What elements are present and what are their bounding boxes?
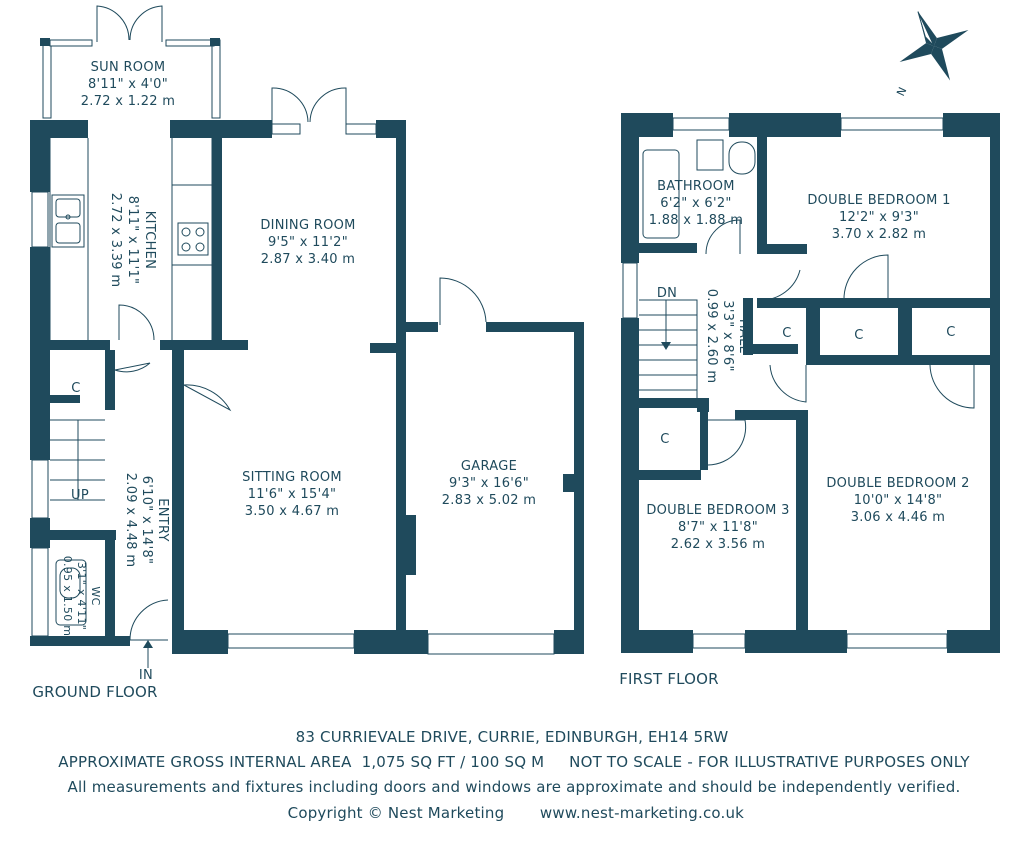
hall-metric: 0.99 x 2.60 m	[704, 289, 719, 384]
entry-imperial: 6'10" x 14'8"	[139, 476, 154, 565]
bedroom2-metric: 3.06 x 4.46 m	[851, 510, 946, 525]
sun-room-structure	[40, 5, 221, 119]
entry-name: ENTRY	[155, 498, 170, 542]
garage-name: GARAGE	[461, 459, 517, 474]
footer-copyright: Copyright © Nest Marketing	[288, 804, 505, 822]
stairs-up-label: UP	[71, 488, 89, 503]
ground-floor-label: GROUND FLOOR	[32, 683, 157, 701]
dining-room-imperial: 9'5" x 11'2"	[268, 235, 348, 250]
first-cupboard-1: C	[782, 326, 791, 341]
dining-room-metric: 2.87 x 3.40 m	[261, 252, 356, 267]
sitting-room-walls	[172, 630, 406, 654]
wc-imperial: 3'1" x 4'11"	[75, 562, 88, 630]
sun-room-name: SUN ROOM	[91, 60, 166, 75]
first-floor-label: FIRST FLOOR	[619, 670, 719, 688]
compass-north-label: N	[894, 85, 909, 98]
entry-in-label: IN	[139, 668, 153, 683]
sitting-room-imperial: 11'6" x 15'4"	[248, 487, 337, 502]
footer-area: APPROXIMATE GROSS INTERNAL AREA 1,075 SQ…	[58, 753, 970, 771]
stairs-down-label: DN	[657, 286, 677, 301]
entry-arrow	[143, 640, 153, 668]
first-cupboard-3: C	[946, 325, 955, 340]
bedroom2-imperial: 10'0" x 14'8"	[854, 493, 943, 508]
kitchen-walls	[30, 120, 248, 350]
entry-metric: 2.09 x 4.48 m	[123, 473, 138, 568]
wc-name: WC	[89, 586, 102, 605]
bathroom-imperial: 6'2" x 6'2"	[660, 196, 731, 211]
ground-floor-plan	[30, 5, 584, 668]
footer-address: 83 CURRIEVALE DRIVE, CURRIE, EDINBURGH, …	[296, 728, 729, 746]
compass-icon	[899, 11, 969, 81]
footer-website: www.nest-marketing.co.uk	[540, 804, 744, 822]
first-cupboard-4: C	[660, 432, 669, 447]
kitchen-name: KITCHEN	[142, 211, 157, 269]
wc-metric: 0.95 x 1.50 m	[61, 556, 74, 637]
kitchen-imperial: 8'11" x 11'1"	[125, 196, 140, 285]
bedroom2-name: DOUBLE BEDROOM 2	[826, 476, 969, 491]
hall-name: HALL	[736, 319, 751, 354]
garage-metric: 2.83 x 5.02 m	[442, 493, 537, 508]
bedroom3-name: DOUBLE BEDROOM 3	[646, 503, 789, 518]
kitchen-metric: 2.72 x 3.39 m	[108, 193, 123, 288]
sitting-room-name: SITTING ROOM	[242, 470, 342, 485]
bedroom1-name: DOUBLE BEDROOM 1	[807, 193, 950, 208]
ground-cupboard-label: C	[71, 381, 80, 396]
first-floor-plan	[621, 113, 1000, 653]
kitchen-fittings	[49, 138, 213, 341]
bedroom3-imperial: 8'7" x 11'8"	[678, 520, 758, 535]
garage-walls	[404, 277, 584, 655]
bedroom1-metric: 3.70 x 2.82 m	[832, 227, 927, 242]
sitting-room-metric: 3.50 x 4.67 m	[245, 504, 340, 519]
bathroom-metric: 1.88 x 1.88 m	[649, 213, 744, 228]
sun-room-metric: 2.72 x 1.22 m	[81, 94, 176, 109]
entry-walls	[30, 350, 232, 646]
dining-room-walls	[212, 87, 406, 640]
bathroom-name: BATHROOM	[657, 179, 735, 194]
garage-imperial: 9'3" x 16'6"	[449, 476, 529, 491]
dining-room-name: DINING ROOM	[260, 218, 355, 233]
footer-disclaimer: All measurements and fixtures including …	[68, 778, 961, 796]
sun-room-imperial: 8'11" x 4'0"	[88, 77, 168, 92]
bedroom1-imperial: 12'2" x 9'3"	[839, 210, 919, 225]
bedroom3-metric: 2.62 x 3.56 m	[671, 537, 766, 552]
hall-imperial: 3'3" x 8'6"	[720, 300, 735, 371]
first-cupboard-2: C	[854, 328, 863, 343]
